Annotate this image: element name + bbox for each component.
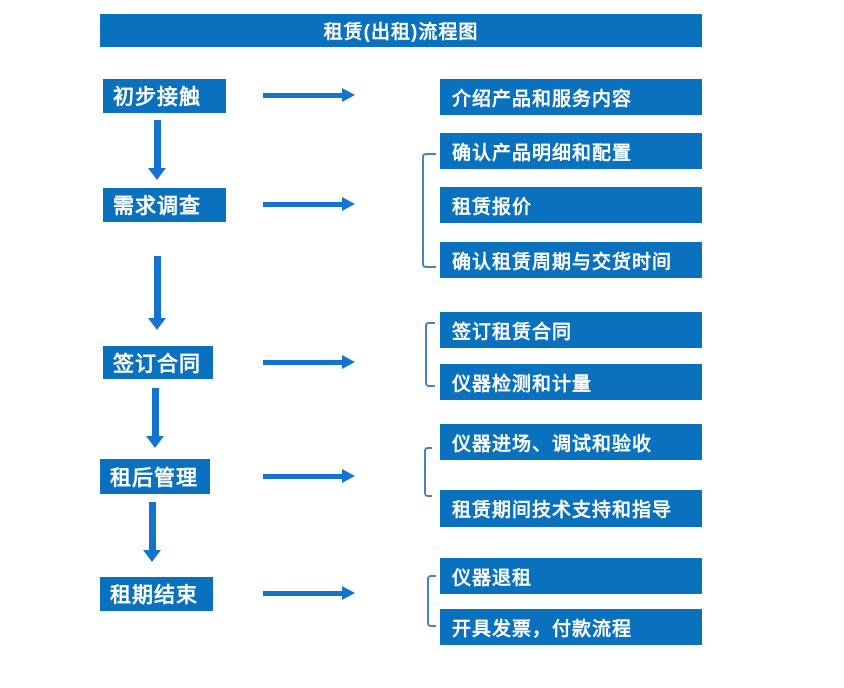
stage-box-sign-contract: 签订合同 xyxy=(103,346,213,379)
down-arrow-icon xyxy=(143,502,161,562)
down-arrow-icon xyxy=(148,256,166,330)
down-arrow-icon xyxy=(146,388,164,448)
detail-box-sign-rental-contract: 签订租赁合同 xyxy=(440,312,702,348)
detail-box-technical-support: 租赁期间技术支持和指导 xyxy=(440,490,702,527)
right-arrow-icon xyxy=(263,586,355,600)
detail-box-introduce-products: 介绍产品和服务内容 xyxy=(440,79,702,115)
right-arrow-icon xyxy=(263,88,355,102)
stage-box-demand-survey: 需求调查 xyxy=(103,188,226,222)
detail-box-rental-quote: 租赁报价 xyxy=(440,187,702,223)
right-arrow-icon xyxy=(263,469,355,483)
chart-title: 租赁(出租)流程图 xyxy=(100,14,702,47)
detail-box-confirm-product-details: 确认产品明细和配置 xyxy=(440,133,702,169)
group-bracket-sign-contract xyxy=(425,322,435,387)
right-arrow-icon xyxy=(263,355,355,369)
group-bracket-post-rental xyxy=(424,447,432,497)
group-bracket-demand-survey xyxy=(422,153,436,268)
detail-box-instrument-return: 仪器退租 xyxy=(440,558,702,594)
down-arrow-icon xyxy=(148,120,166,180)
detail-box-instrument-setup-acceptance: 仪器进场、调试和验收 xyxy=(440,424,702,460)
stage-box-rental-end: 租期结束 xyxy=(100,577,213,611)
detail-box-confirm-rental-period: 确认租赁周期与交货时间 xyxy=(440,242,702,278)
group-bracket-rental-end xyxy=(427,575,436,627)
detail-box-invoice-payment: 开具发票，付款流程 xyxy=(440,609,702,645)
detail-box-instrument-testing: 仪器检测和计量 xyxy=(440,364,702,400)
stage-box-initial-contact: 初步接触 xyxy=(103,79,226,113)
right-arrow-icon xyxy=(263,197,355,211)
stage-box-post-rental-management: 租后管理 xyxy=(100,459,210,494)
